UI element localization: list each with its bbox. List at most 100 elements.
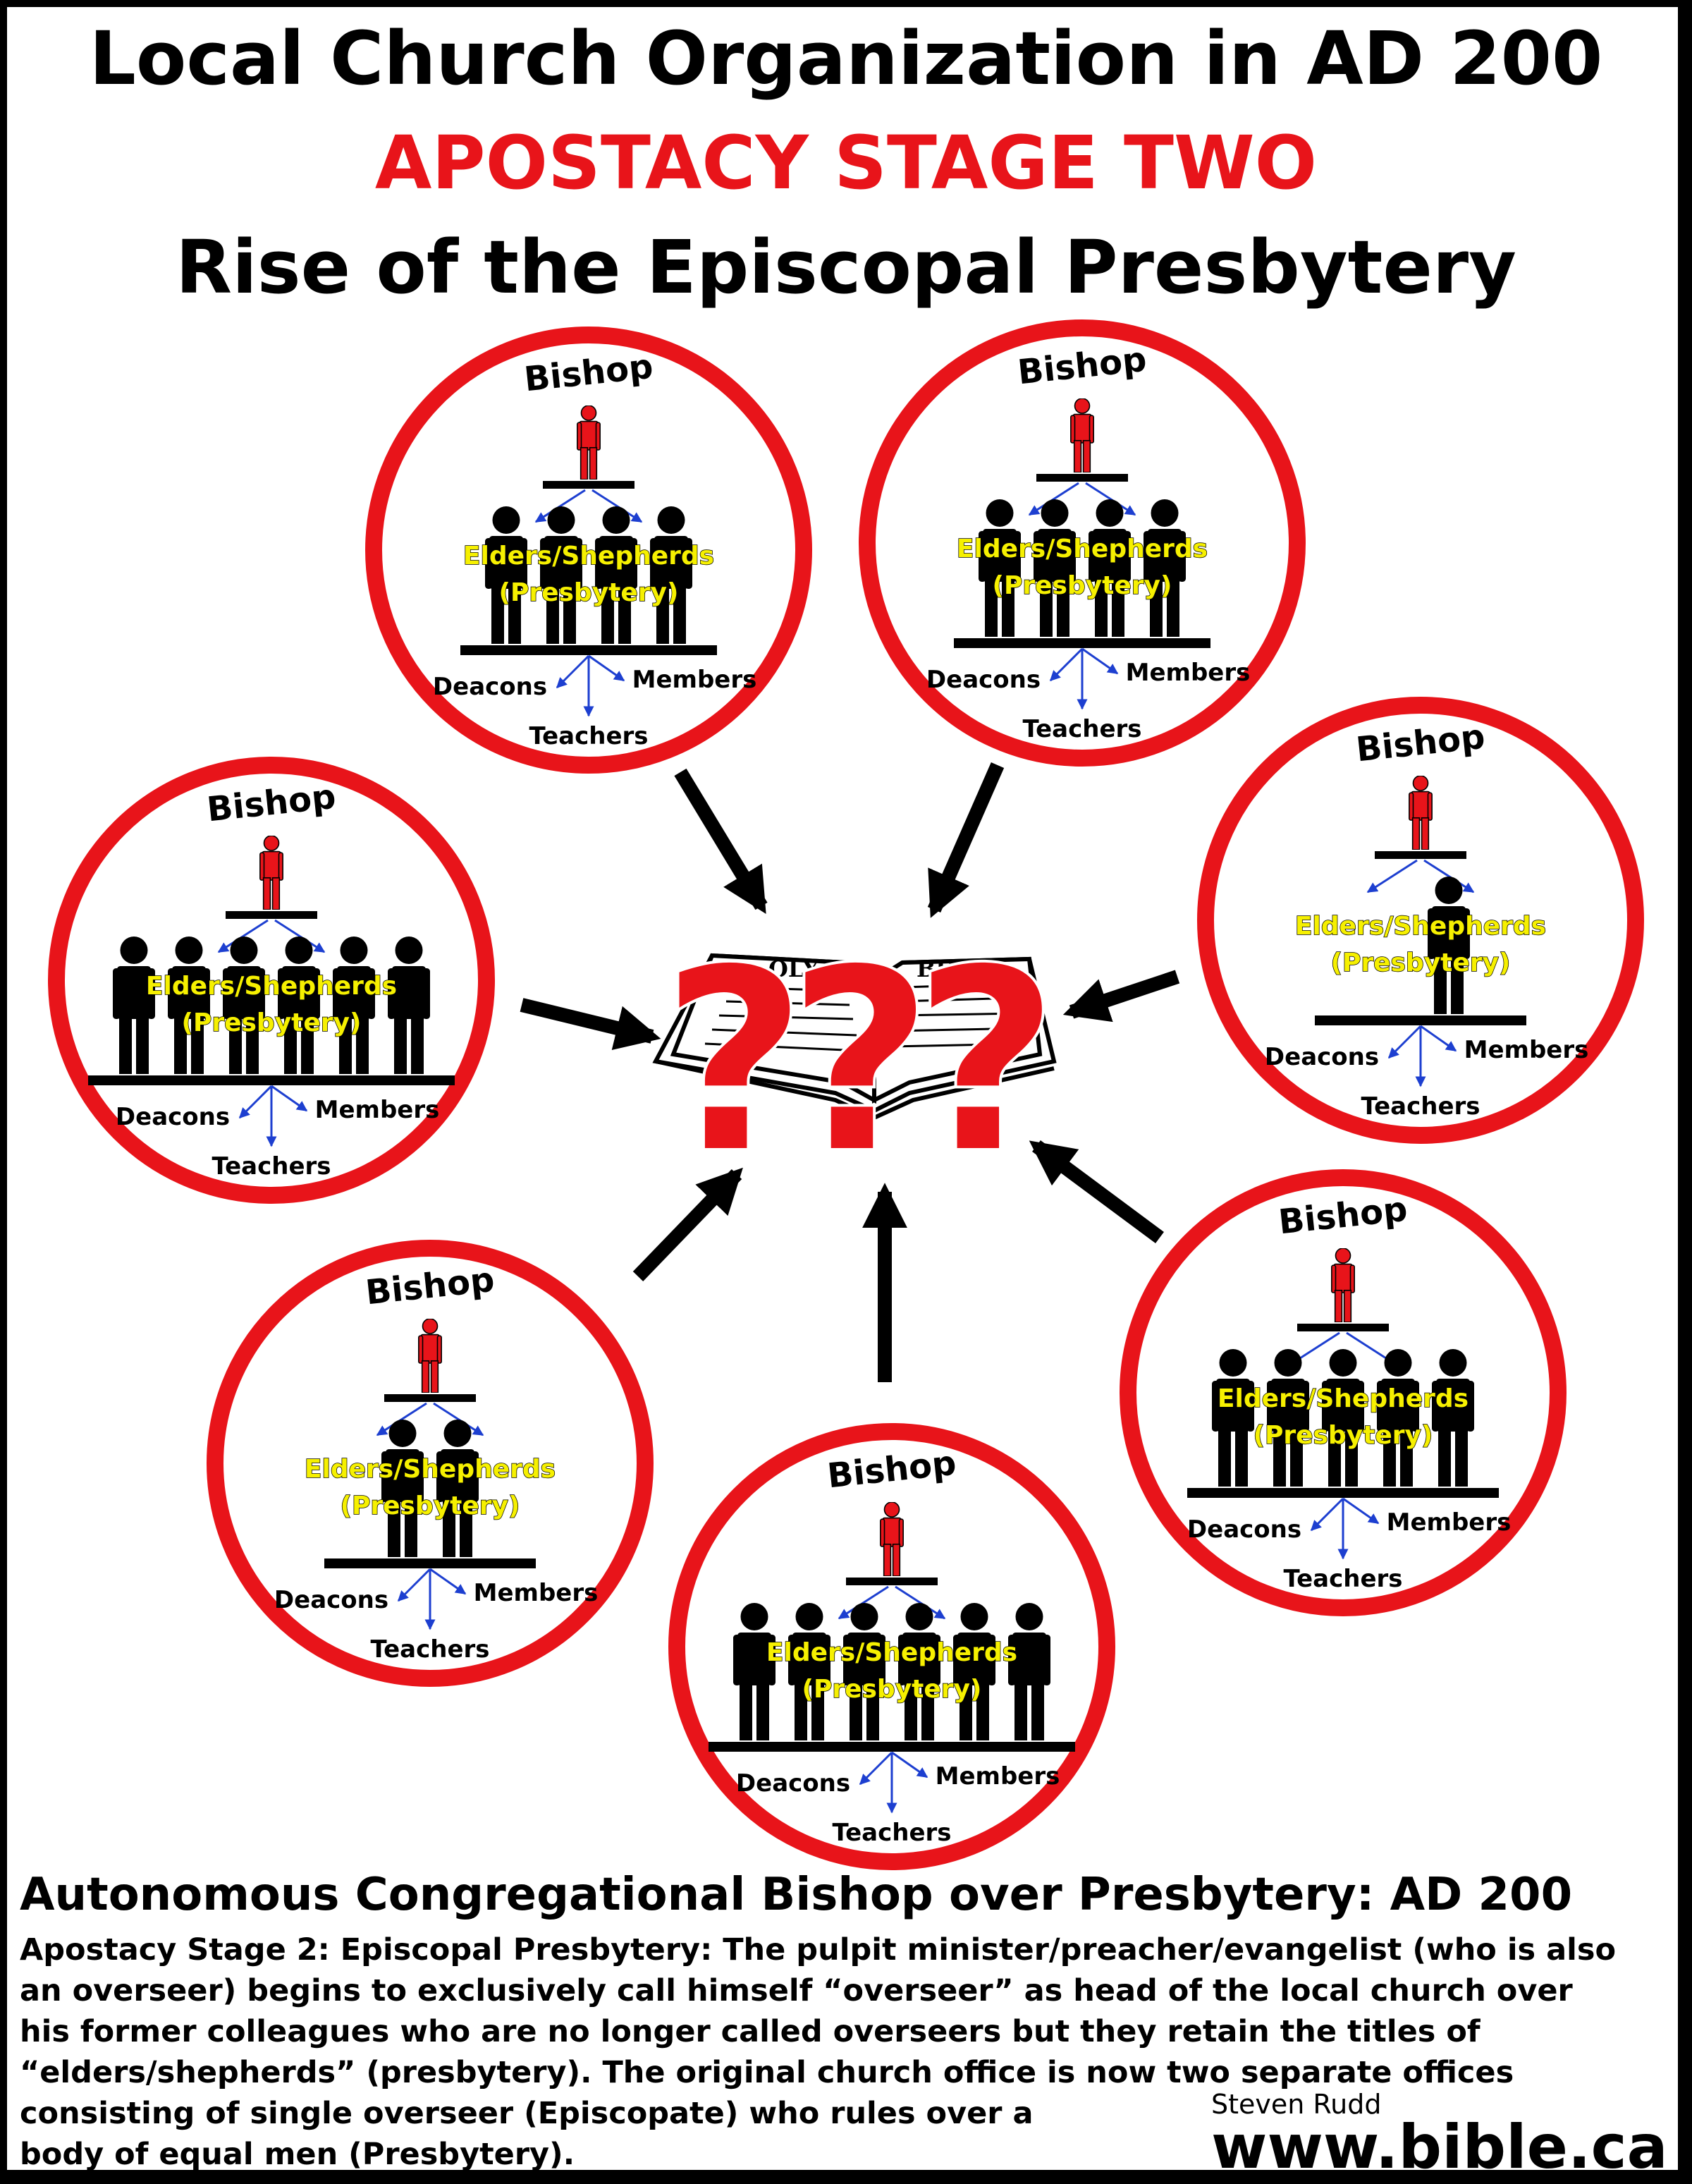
bishop-arrow-right (274, 919, 326, 953)
arrow-to-members (588, 654, 625, 682)
organization-diagram: OLY BIBLE ??? BishopElders/Shepherds(Pre… (48, 319, 1644, 1870)
elders-platform (1187, 1488, 1499, 1498)
members-label: Members (474, 1579, 599, 1607)
presbytery-label: (Presbytery) (182, 1008, 362, 1037)
members-label: Members (1126, 659, 1251, 687)
arrow-to-deacons (1387, 1025, 1422, 1059)
circle-ring (365, 327, 812, 774)
footer-heading: Autonomous Congregational Bishop over Pr… (20, 1869, 1573, 1921)
members-label: Members (315, 1096, 440, 1124)
bishop-arrow-left (376, 1402, 427, 1436)
arrow-to-members (891, 1751, 928, 1779)
footer-line: an overseer) begins to exclusively call … (20, 1973, 1573, 2008)
circle-bottom: BishopElders/Shepherds(Presbytery)Deacon… (668, 1423, 1115, 1870)
arrow-to-members (1342, 1497, 1380, 1525)
circle-ring (1197, 697, 1644, 1144)
bishop-platform (1297, 1324, 1389, 1331)
elders-platform (324, 1558, 536, 1568)
deacons-label: Deacons (1265, 1043, 1379, 1071)
teachers-label: Teachers (370, 1635, 489, 1664)
presbytery-label: (Presbytery) (1331, 948, 1511, 977)
elders-label: Elders/Shepherds (1295, 912, 1546, 941)
arrow-low-right (1029, 1140, 1164, 1244)
arrow-to-deacons (556, 654, 590, 689)
bible-question-center: OLY BIBLE ??? (652, 913, 1066, 1211)
teachers-label: Teachers (1283, 1565, 1402, 1593)
circle-ring (207, 1240, 654, 1687)
deacons-label: Deacons (1187, 1515, 1301, 1544)
stage-subtitle: APOSTACY STAGE TWO (374, 120, 1318, 206)
circle-low-left: BishopElders/Shepherds(Presbytery)Deacon… (207, 1240, 654, 1687)
elders-label: Elders/Shepherds (305, 1455, 556, 1484)
bishop-platform (1036, 474, 1128, 482)
arrow-to-members (1081, 647, 1119, 675)
circle-top-left: BishopElders/Shepherds(Presbytery)Deacon… (365, 327, 812, 774)
arrow-to-deacons (238, 1085, 273, 1119)
circle-mid-right: BishopElders/Shepherds(Presbytery)Deacon… (1197, 697, 1644, 1144)
elders-label: Elders/Shepherds (146, 972, 397, 1001)
arrow-mid-right (1062, 970, 1180, 1023)
bible-cover-word-holy: OLY (768, 956, 819, 982)
arrow-to-members (1420, 1025, 1457, 1052)
arrow-to-members (429, 1568, 467, 1595)
members-label: Members (1464, 1036, 1589, 1064)
bishop-platform (1375, 851, 1466, 859)
elders-label: Elders/Shepherds (463, 542, 714, 571)
deacons-label: Deacons (736, 1769, 850, 1798)
elders-label: Elders/Shepherds (957, 535, 1208, 563)
arrow-low-left (632, 1167, 743, 1281)
teachers-label: Teachers (832, 1819, 951, 1847)
teachers-label: Teachers (1022, 715, 1141, 743)
section-subtitle: Rise of the Episcopal Presbytery (176, 224, 1516, 310)
elders-label: Elders/Shepherds (766, 1638, 1017, 1667)
church-circles: BishopElders/Shepherds(Presbytery)Deacon… (48, 319, 1644, 1870)
bishop-arrow-right (895, 1585, 946, 1620)
arrow-top-left (674, 768, 768, 914)
members-label: Members (936, 1762, 1060, 1790)
bible-cover-word-bible: BIBLE (916, 956, 998, 982)
teachers-label: Teachers (212, 1152, 331, 1181)
elders-platform (88, 1075, 455, 1085)
teachers-label: Teachers (1361, 1092, 1480, 1121)
footer-line: “elders/shepherds” (presbytery). The ori… (20, 2055, 1514, 2090)
elders-label: Elders/Shepherds (1218, 1384, 1469, 1413)
circle-ring (859, 319, 1306, 767)
arrow-to-deacons (397, 1568, 431, 1602)
center-arrows (520, 762, 1180, 1382)
page-title: Local Church Organization in AD 200 (89, 16, 1603, 102)
elders-platform (954, 638, 1210, 648)
footer-line: his former colleagues who are no longer … (20, 2014, 1480, 2049)
circle-low-right: BishopElders/Shepherds(Presbytery)Deacon… (1120, 1169, 1567, 1616)
circle-top-right: BishopElders/Shepherds(Presbytery)Deacon… (859, 319, 1306, 767)
footer-line: Apostacy Stage 2: Episcopal Presbytery: … (20, 1932, 1617, 1968)
arrow-mid-left (520, 998, 661, 1050)
presbytery-label: (Presbytery) (1253, 1421, 1433, 1450)
bishop-platform (384, 1394, 476, 1402)
bishop-arrow-right (591, 489, 643, 523)
footer-line: body of equal men (Presbytery). (20, 2137, 575, 2172)
deacons-label: Deacons (926, 666, 1041, 694)
presbytery-label: (Presbytery) (499, 578, 679, 607)
members-label: Members (1387, 1508, 1512, 1537)
bishop-platform (543, 481, 634, 489)
bishop-arrow-right (1423, 859, 1475, 893)
bishop-arrow-left (1366, 859, 1418, 893)
bishop-arrow-left (534, 489, 586, 523)
presbytery-label: (Presbytery) (341, 1491, 520, 1520)
bishop-arrow-left (838, 1585, 889, 1620)
footer-description: Apostacy Stage 2: Episcopal Presbytery: … (20, 1929, 1676, 2175)
presbytery-label: (Presbytery) (802, 1675, 982, 1704)
deacons-label: Deacons (433, 673, 547, 701)
author-credit: Steven Rudd (1211, 2089, 1382, 2120)
bishop-platform (846, 1578, 938, 1585)
bishop-arrow-left (1028, 482, 1079, 516)
bishop-arrow-right (1085, 482, 1136, 516)
deacons-label: Deacons (116, 1103, 230, 1131)
open-bible-icon (652, 953, 1057, 1121)
circle-mid-left: BishopElders/Shepherds(Presbytery)Deacon… (48, 757, 495, 1204)
presbytery-label: (Presbytery) (993, 571, 1172, 600)
arrow-to-deacons (859, 1751, 893, 1786)
bishop-arrow-right (433, 1402, 484, 1436)
footer-line: consisting of single overseer (Episcopat… (20, 2096, 1034, 2131)
elders-platform (709, 1742, 1075, 1752)
